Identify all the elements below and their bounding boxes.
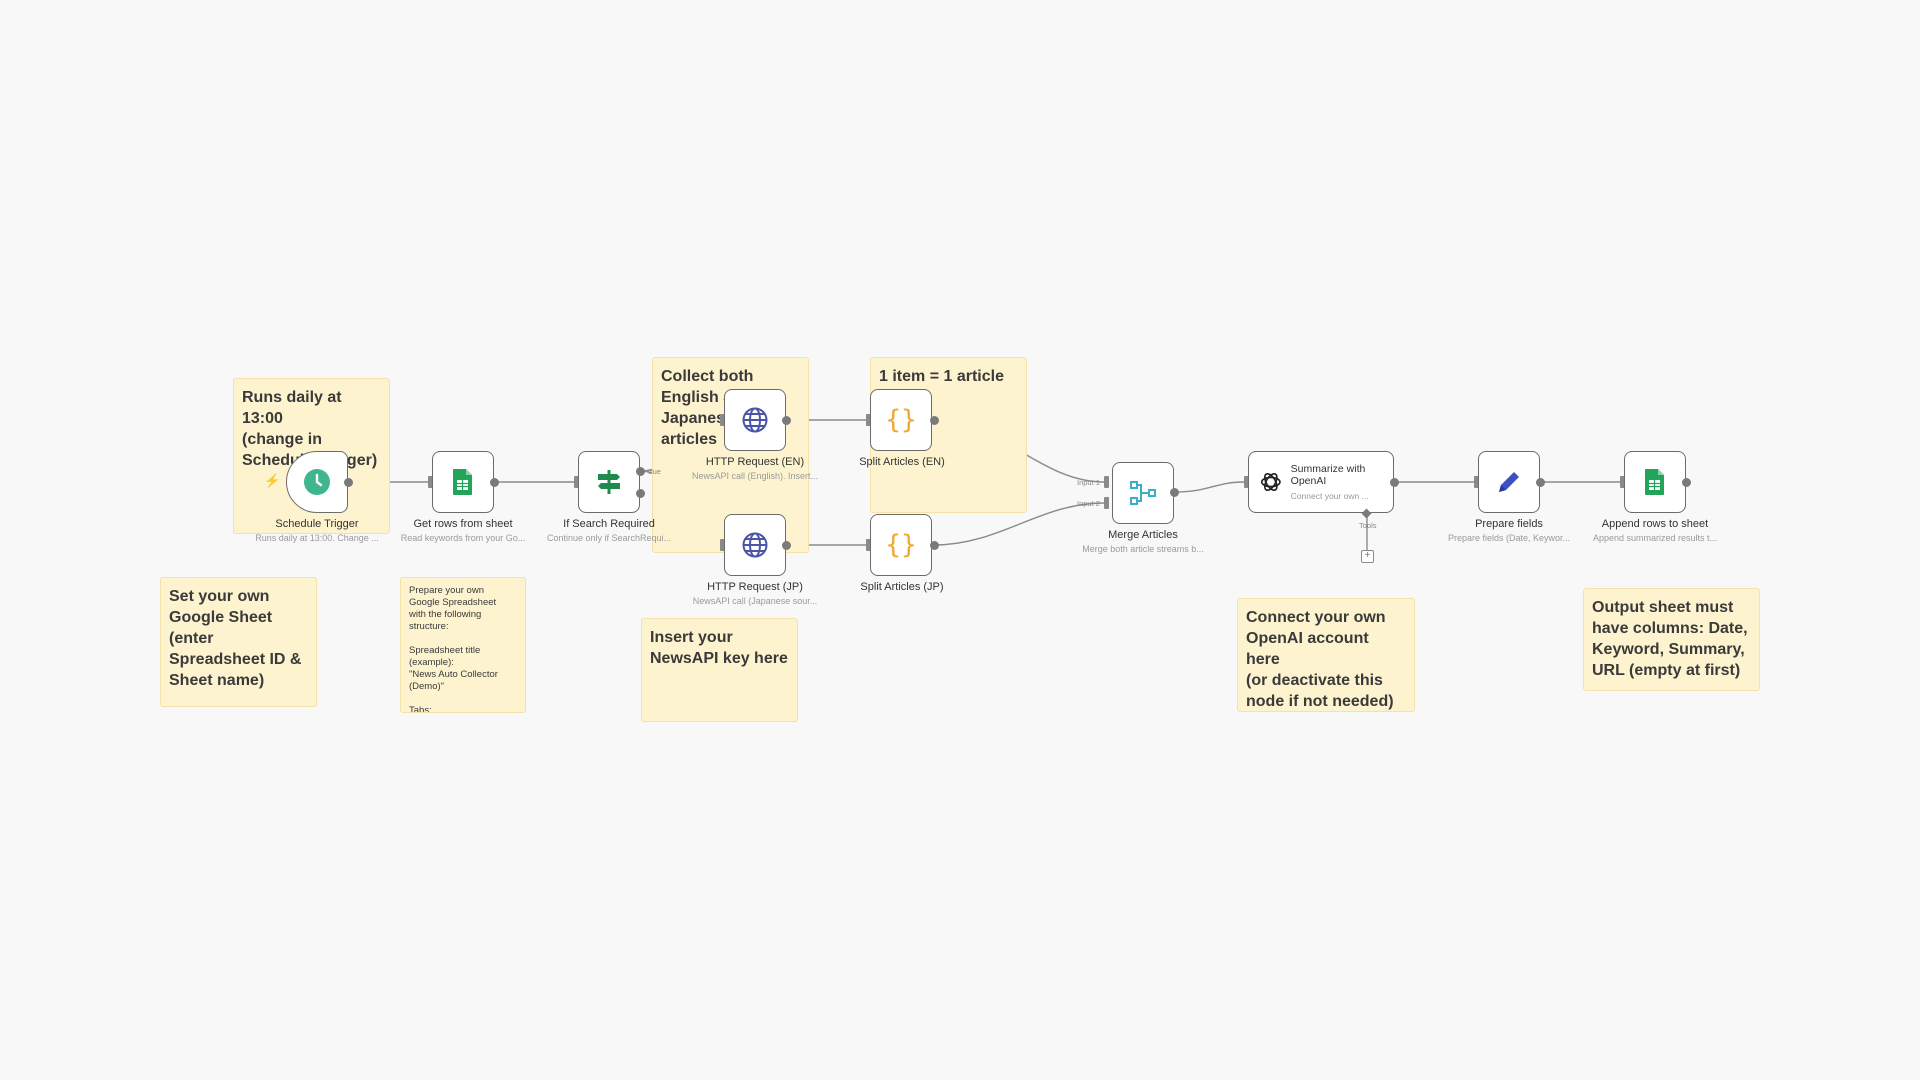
connection-merge-to-summarize — [1173, 481, 1245, 493]
node-http-request-en[interactable] — [724, 389, 786, 451]
code-braces-icon: {} — [885, 405, 917, 435]
node-label: HTTP Request (JP) — [707, 581, 803, 593]
node-label: Get rows from sheet — [413, 518, 513, 530]
output-port[interactable] — [782, 416, 791, 425]
node-append-rows-to-sheet[interactable] — [1624, 451, 1686, 513]
node-subtitle: Merge both article streams b... — [1082, 544, 1204, 554]
input-port[interactable] — [574, 476, 579, 488]
output-port[interactable] — [344, 478, 353, 487]
output-port[interactable] — [1536, 478, 1545, 487]
node-summarize-with-openai[interactable]: Summarize with OpenAI Connect your own .… — [1248, 451, 1394, 513]
add-tool-button[interactable]: + — [1361, 550, 1374, 563]
sticky-note-text: Runs daily at 13:00 (change in Schedule … — [242, 389, 377, 469]
output-port-true[interactable] — [636, 467, 645, 476]
node-label: Prepare fields — [1475, 518, 1543, 530]
input-port[interactable] — [1474, 476, 1479, 488]
node-subtitle: NewsAPI call (English). Insert... — [691, 471, 819, 481]
node-merge-articles[interactable] — [1112, 462, 1174, 524]
node-subtitle: Runs daily at 13:00. Change ... — [255, 533, 379, 543]
true-branch-label: true — [648, 467, 661, 476]
sticky-note-set-sheet[interactable]: Set your own Google Sheet (enter Spreads… — [160, 577, 317, 707]
node-label: Append rows to sheet — [1601, 518, 1709, 530]
node-subtitle: Prepare fields (Date, Keywor... — [1447, 533, 1571, 543]
sticky-note-text: Set your own Google Sheet (enter Spreads… — [169, 588, 302, 689]
globe-icon — [742, 532, 768, 558]
node-title: Summarize with OpenAI — [1290, 462, 1366, 487]
node-label: HTTP Request (EN) — [705, 456, 805, 468]
sticky-note-text: Insert your NewsAPI key here — [650, 629, 788, 667]
sticky-note-prepare-spreadsheet[interactable]: Prepare your own Google Spreadsheet with… — [400, 577, 526, 713]
node-subtitle: Read keywords from your Go... — [400, 533, 526, 543]
node-label: If Search Required — [563, 518, 655, 530]
output-port[interactable] — [782, 541, 791, 550]
node-subtitle: Continue only if SearchRequi... — [546, 533, 672, 543]
code-braces-icon: {} — [885, 530, 917, 560]
node-split-articles-en[interactable]: {} — [870, 389, 932, 451]
output-port-false[interactable] — [636, 489, 645, 498]
node-get-rows-from-sheet[interactable] — [432, 451, 494, 513]
output-port[interactable] — [930, 416, 939, 425]
merge-input-2-label: Input 2 — [1077, 499, 1100, 508]
node-http-request-jp[interactable] — [724, 514, 786, 576]
node-label: Schedule Trigger — [275, 518, 359, 530]
globe-icon — [742, 407, 768, 433]
sticky-note-text: Prepare your own Google Spreadsheet with… — [409, 585, 498, 712]
node-if-search-required[interactable] — [578, 451, 640, 513]
input-port-2[interactable] — [1104, 497, 1109, 509]
sticky-note-text: 1 item = 1 article — [879, 368, 1004, 385]
node-subtitle: NewsAPI call (Japanese sour... — [692, 596, 818, 606]
sticky-note-openai-account[interactable]: Connect your own OpenAI account here (or… — [1237, 598, 1415, 712]
sticky-note-text: Connect your own OpenAI account here (or… — [1246, 609, 1394, 710]
input-port[interactable] — [720, 414, 725, 426]
merge-icon — [1130, 481, 1156, 505]
output-port[interactable] — [1170, 488, 1179, 497]
node-label: Merge Articles — [1108, 529, 1178, 541]
node-label: Split Articles (JP) — [860, 581, 944, 593]
output-port[interactable] — [490, 478, 499, 487]
node-subtitle: Connect your own ... — [1290, 490, 1369, 501]
node-subtitle: Append summarized results t... — [1592, 533, 1718, 543]
sticky-note-text: Collect both English and Japanese articl… — [661, 368, 754, 448]
node-label: Split Articles (EN) — [859, 456, 945, 468]
connection-split-jp-to-merge — [933, 502, 1105, 546]
input-port[interactable] — [866, 539, 871, 551]
pencil-icon — [1499, 472, 1519, 492]
sticky-note-text: Output sheet must have columns: Date, Ke… — [1592, 599, 1748, 679]
sticky-note-output-sheet[interactable]: Output sheet must have columns: Date, Ke… — [1583, 588, 1760, 691]
input-port[interactable] — [866, 414, 871, 426]
google-sheets-icon — [453, 469, 472, 495]
signpost-icon — [598, 470, 620, 494]
output-port[interactable] — [930, 541, 939, 550]
openai-icon — [1260, 472, 1281, 492]
output-port[interactable] — [1682, 478, 1691, 487]
tools-label: Tools — [1359, 521, 1377, 530]
input-port[interactable] — [1620, 476, 1625, 488]
input-port[interactable] — [1244, 476, 1249, 488]
output-port[interactable] — [1390, 478, 1399, 487]
input-port[interactable] — [720, 539, 725, 551]
trigger-bolt-icon: ⚡ — [264, 473, 281, 488]
sticky-note-newsapi-key[interactable]: Insert your NewsAPI key here — [641, 618, 798, 722]
input-port-1[interactable] — [1104, 476, 1109, 488]
merge-input-1-label: Input 1 — [1077, 478, 1100, 487]
google-sheets-icon — [1645, 469, 1664, 495]
input-port[interactable] — [428, 476, 433, 488]
clock-icon — [304, 469, 330, 495]
node-schedule-trigger[interactable] — [286, 451, 348, 513]
node-prepare-fields[interactable] — [1478, 451, 1540, 513]
node-split-articles-jp[interactable]: {} — [870, 514, 932, 576]
